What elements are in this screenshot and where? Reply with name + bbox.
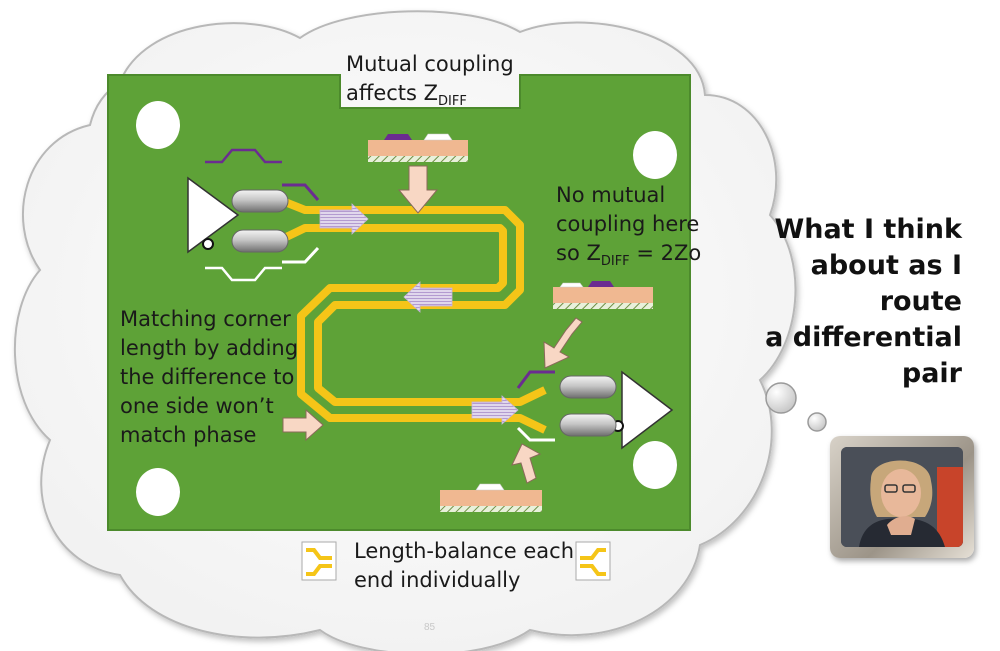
note-line: Matching corner xyxy=(120,307,291,331)
polarity-arrow-negative xyxy=(282,246,320,264)
fork-trace-icon xyxy=(301,541,337,581)
polarity-arrow-positive xyxy=(516,370,555,389)
fork-trace-icon xyxy=(575,541,611,581)
title-line: What I think xyxy=(774,214,962,245)
stripline-cross-section-icon xyxy=(440,483,542,512)
signal-flow-arrow-icon xyxy=(319,203,519,425)
title-line: about as I xyxy=(810,250,962,281)
mounting-hole xyxy=(633,441,677,489)
title-line: a differential xyxy=(765,322,962,353)
polarity-arrow-positive xyxy=(282,183,320,201)
presenter-silhouette xyxy=(841,447,963,547)
diagonal-arrow-icon xyxy=(543,317,583,369)
note-line: Length-balance each xyxy=(354,539,575,563)
down-arrow-icon xyxy=(397,165,439,214)
note-line: coupling here xyxy=(556,212,700,236)
note-line: affects ZDIFF xyxy=(346,81,467,109)
note-line: so ZDIFF = 2Zo xyxy=(556,241,702,269)
note-line: end individually xyxy=(354,568,521,592)
photo-frame-inner xyxy=(841,447,963,547)
stripline-cross-section-icon xyxy=(553,281,653,309)
page-number: 85 xyxy=(424,622,436,633)
up-arrow-icon xyxy=(511,443,542,484)
note-line: one side won’t xyxy=(120,394,274,418)
thought-bubble-large xyxy=(765,382,797,414)
note-corner-length: Matching corner length by adding the dif… xyxy=(120,305,298,450)
slide-title: What I think about as I route a differen… xyxy=(702,212,962,392)
right-arrow-icon xyxy=(282,408,324,442)
coax-connector-icon xyxy=(559,375,617,437)
driver-amplifier-icon xyxy=(187,176,240,254)
waveform-positive xyxy=(205,148,282,164)
note-line: the difference to xyxy=(120,365,295,389)
note-line: Mutual coupling xyxy=(346,52,514,76)
note-no-mutual-coupling: No mutual coupling here so ZDIFF = 2Zo xyxy=(556,181,701,268)
mounting-hole xyxy=(136,101,180,149)
note-line: length by adding xyxy=(120,336,299,360)
stripline-cross-section-icon xyxy=(368,133,468,162)
mounting-hole xyxy=(136,468,180,516)
polarity-arrow-negative xyxy=(516,426,555,442)
note-length-balance: Length-balance each end individually xyxy=(354,537,574,595)
waveform-negative xyxy=(205,266,282,282)
note-line: match phase xyxy=(120,423,257,447)
title-line: route xyxy=(879,286,962,317)
thought-bubble-small xyxy=(807,412,827,432)
presenter-photo xyxy=(830,436,974,558)
mounting-hole xyxy=(633,131,677,179)
coax-connector-icon xyxy=(231,189,289,253)
note-line: No mutual xyxy=(556,183,666,207)
title-line: pair xyxy=(901,358,962,389)
note-mutual-coupling: Mutual coupling affects ZDIFF xyxy=(346,50,514,108)
